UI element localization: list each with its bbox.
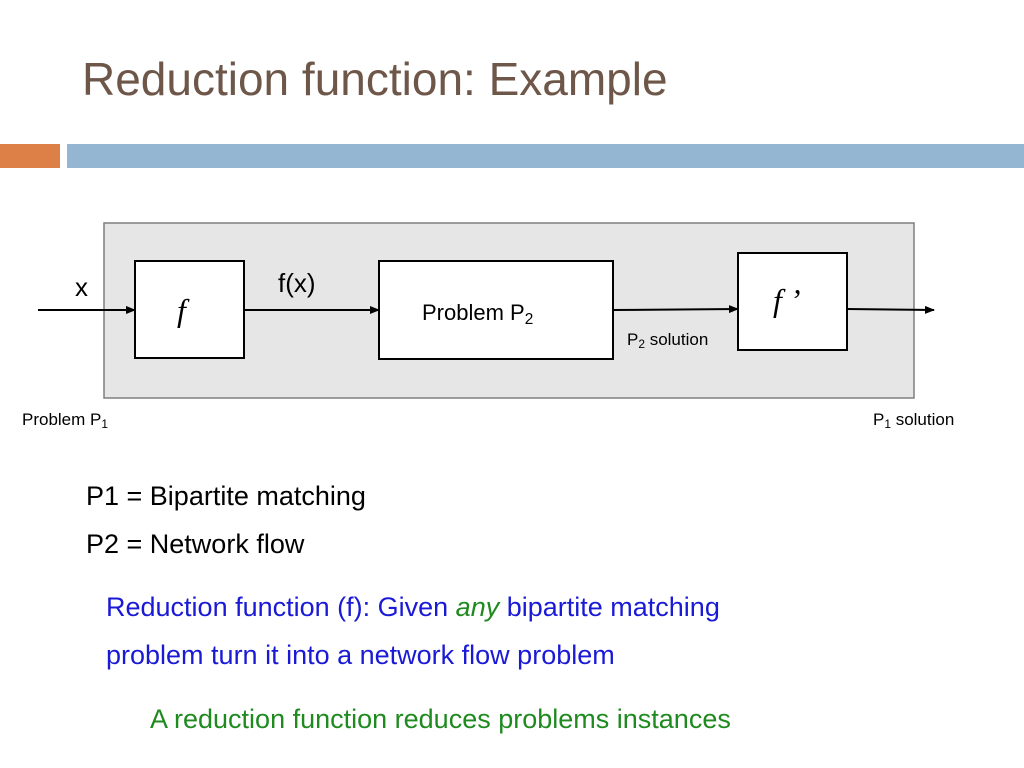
problem-p2-label: Problem P2: [422, 300, 534, 328]
slide-title: Reduction function: Example: [82, 53, 668, 105]
problem-p1-label: Problem P1: [22, 410, 108, 431]
p2-solution-label: P2 solution: [627, 330, 709, 351]
output-arrow: [846, 305, 935, 314]
explanation-line-1: Reduction function (f): Given any bipart…: [106, 592, 720, 622]
fx-label: f(x): [278, 268, 316, 298]
f-prime-box: [737, 252, 848, 351]
f-box: [134, 260, 245, 359]
p1-solution-label: P1 solution: [873, 410, 955, 431]
definition-p1: P1 = Bipartite matching: [86, 481, 366, 511]
conclusion-text: A reduction function reduces problems in…: [150, 704, 731, 734]
p2-solution-arrow: [612, 305, 739, 314]
problem-p2-box: [378, 260, 614, 360]
title-rule-blue: [67, 144, 1024, 168]
explanation-line-2: problem turn it into a network flow prob…: [106, 640, 615, 670]
input-x-label: x: [75, 272, 88, 302]
title-rule-orange: [0, 144, 60, 168]
definition-p2: P2 = Network flow: [86, 529, 305, 559]
emphasis-any: any: [455, 592, 500, 622]
f-prime-box-label: f ’: [773, 282, 801, 318]
f-box-label: f: [177, 292, 186, 328]
